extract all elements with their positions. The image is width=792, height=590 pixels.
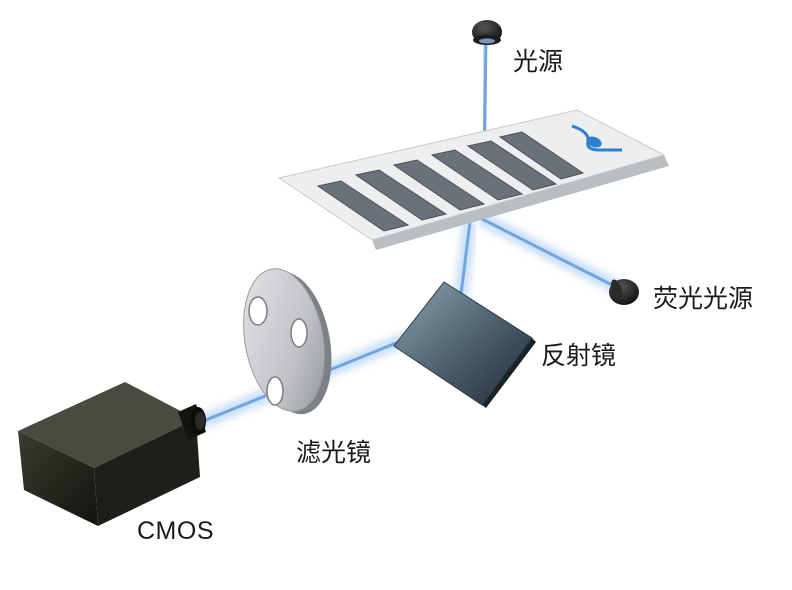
fluorescence-source-label: 荧光光源 [653,284,754,313]
sample-slide [277,109,669,250]
cmos-camera [18,382,206,526]
light-source-label: 光源 [513,47,564,76]
slide-channels [316,131,585,232]
camera-label: CMOS [137,517,214,545]
light-source-lamp [472,20,502,45]
fluorescence-lamp [609,279,639,305]
slide-logo-icon [571,124,622,152]
beam-fluorescence [476,211,622,295]
filter-hole [266,376,284,406]
filter-hole [290,318,308,348]
filter-label: 滤光镜 [296,438,372,467]
mirror-label: 反射镜 [541,341,617,370]
filter-wheel [243,268,332,415]
mirror [393,281,536,408]
camera-lens [178,404,206,440]
filter-hole [248,296,268,326]
